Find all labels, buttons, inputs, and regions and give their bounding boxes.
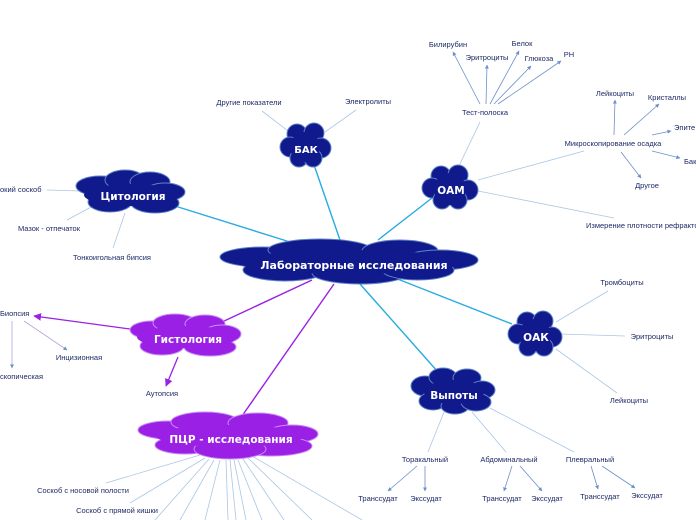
node-cytology[interactable]: Цитология xyxy=(75,169,186,214)
connector-oak xyxy=(394,277,513,325)
leaf-thoracic[interactable]: Торакальный xyxy=(402,455,448,464)
leaf-test-strip[interactable]: Тест-полоска xyxy=(462,108,509,117)
leaf-erythrocytes-oak[interactable]: Эритроциты xyxy=(631,332,674,341)
node-bak[interactable]: БАК xyxy=(279,122,332,168)
leaf-labels: Другие показатели Электролиты Билирубин … xyxy=(0,39,696,515)
node-pcr-label: ПЦР - исследования xyxy=(169,434,292,446)
connector-histology xyxy=(221,279,313,323)
leaf-other-sediment[interactable]: Другое xyxy=(635,181,659,190)
leaf-erythrocytes-strip[interactable]: Эритроциты xyxy=(466,53,509,62)
leaf-abdominal[interactable]: Абдоминальный xyxy=(480,455,537,464)
node-cytology-label: Цитология xyxy=(101,191,166,203)
node-pcr[interactable]: ПЦР - исследования xyxy=(137,411,319,460)
leaf-bilirubin[interactable]: Билирубин xyxy=(429,40,467,49)
leaf-protein[interactable]: Белок xyxy=(512,39,533,48)
connector-bak xyxy=(312,161,341,241)
central-node-label: Лабораторные исследования xyxy=(260,259,447,272)
node-oak[interactable]: ОАК xyxy=(507,310,563,357)
leaf-crystals[interactable]: Кристаллы xyxy=(648,93,686,102)
leaf-histo-biopsy[interactable]: Биопсия xyxy=(0,309,29,318)
node-histology[interactable]: Гистология xyxy=(129,313,242,357)
connector-pcr xyxy=(241,283,335,417)
leaf-thoracic-exudate[interactable]: Экссудат xyxy=(410,494,442,503)
leaf-ph[interactable]: PH xyxy=(564,50,574,59)
leaf-thoracic-transudate[interactable]: Транссудат xyxy=(358,494,398,503)
node-oam[interactable]: ОАМ xyxy=(421,164,479,210)
connector-effusions xyxy=(359,283,439,373)
leaf-histo-incisional[interactable]: Инцизионная xyxy=(56,353,102,362)
leaf-abdominal-transudate[interactable]: Транссудат xyxy=(482,494,522,503)
central-node[interactable]: Лабораторные исследования xyxy=(219,238,479,285)
leaf-pleural-exudate[interactable]: Экссудат xyxy=(631,491,663,500)
connector-cytology xyxy=(174,205,291,243)
node-oam-label: ОАМ xyxy=(437,185,465,197)
leaf-glucose[interactable]: Глюкоза xyxy=(525,54,555,63)
leaf-leukocytes-sediment[interactable]: Лейкоциты xyxy=(596,89,634,98)
leaf-pleural[interactable]: Плевральный xyxy=(566,455,614,464)
node-effusions[interactable]: Выпоты xyxy=(410,367,496,415)
node-bak-label: БАК xyxy=(294,145,318,156)
leaf-histo-endoscopic[interactable]: скопическая xyxy=(0,372,43,381)
leaf-pcr-nasal[interactable]: Соскоб с носовой полости xyxy=(37,486,129,495)
main-connectors xyxy=(174,161,513,417)
leaf-abdominal-exudate[interactable]: Экссудат xyxy=(531,494,563,503)
leaf-leukocytes-oak[interactable]: Лейкоциты xyxy=(610,396,648,405)
leaf-epithelium[interactable]: Эпите xyxy=(674,123,695,132)
node-effusions-label: Выпоты xyxy=(430,390,478,402)
leaf-cyto-deep-swab[interactable]: окий соскоб xyxy=(0,185,42,194)
connector-oam xyxy=(377,197,433,241)
leaf-bacteria[interactable]: Бак xyxy=(684,157,696,166)
leaf-thrombocytes[interactable]: Тромбоциты xyxy=(600,278,643,287)
node-histology-label: Гистология xyxy=(154,334,222,346)
leaf-cyto-imprint[interactable]: Мазок - отпечаток xyxy=(18,224,81,233)
node-oak-label: ОАК xyxy=(523,332,549,344)
leaf-sediment-microscopy[interactable]: Микроскопирование осадка xyxy=(565,139,663,148)
leaf-bak-other[interactable]: Другие показатели xyxy=(216,98,281,107)
leaf-density[interactable]: Измерение плотности рефракто xyxy=(586,221,696,230)
leaf-connectors xyxy=(10,50,681,520)
leaf-cyto-fine-needle[interactable]: Тонкоигольная бипсия xyxy=(73,253,151,262)
leaf-bak-electrolytes[interactable]: Электролиты xyxy=(345,97,391,106)
leaf-histo-autopsy[interactable]: Аутопсия xyxy=(146,389,178,398)
leaf-pleural-transudate[interactable]: Транссудат xyxy=(580,492,620,501)
leaf-pcr-rectal[interactable]: Соскоб с прямой кишки xyxy=(76,506,158,515)
